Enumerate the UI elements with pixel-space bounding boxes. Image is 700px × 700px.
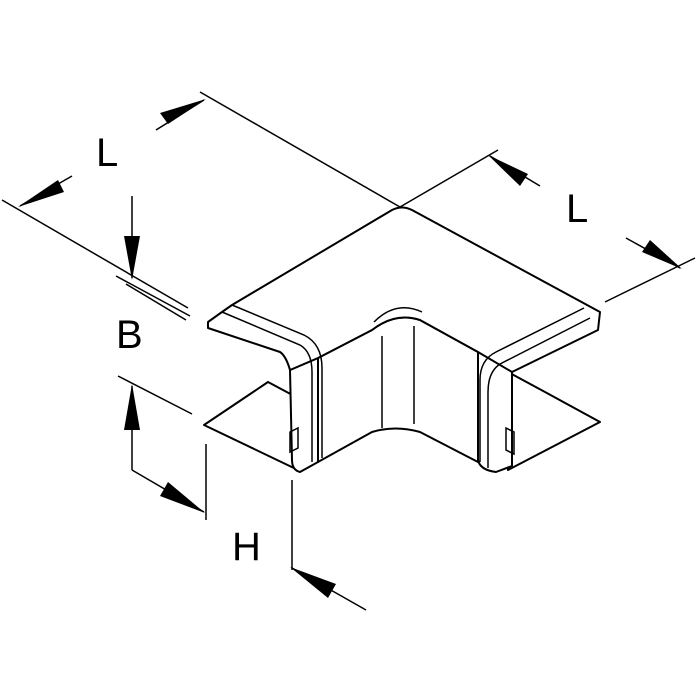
- arrowhead-h-b: [290, 567, 336, 598]
- inner-curve-top: [373, 307, 423, 323]
- base-plate-left: [203, 381, 299, 471]
- ext-line-h-top: [117, 375, 193, 415]
- top-cover-left-ridge: [221, 311, 313, 462]
- label-height: H: [232, 525, 261, 569]
- left-leg-side: [289, 357, 319, 473]
- label-width: B: [116, 313, 143, 357]
- arrowhead-h-a: [160, 482, 205, 513]
- top-cover-right-ridge: [487, 317, 591, 468]
- ext-line-l-left-inner: [199, 91, 401, 208]
- arrowhead-l-left-a: [18, 180, 64, 207]
- arrowhead-h-up: [124, 384, 140, 430]
- right-leg-side: [477, 351, 513, 473]
- ext-line-b-top: [115, 275, 191, 317]
- corner-fitting-part: [203, 206, 601, 473]
- arrowhead-l-right-b: [642, 240, 682, 269]
- top-cover-right-ridge-2: [479, 307, 585, 462]
- ext-line-l-left-outer: [1, 199, 189, 309]
- label-length-top-left: L: [96, 131, 118, 175]
- arrowhead-l-left-b: [160, 99, 206, 124]
- ext-line-l-right-inner: [604, 257, 696, 303]
- dimension-lines: [1, 91, 696, 611]
- arrowhead-l-right-a: [488, 155, 528, 186]
- top-cover-left-ridge-2: [231, 304, 323, 458]
- right-latch: [505, 426, 515, 456]
- label-length-top-right: L: [566, 187, 588, 231]
- base-plate-right: [507, 371, 601, 471]
- ext-line-l-right-outer: [399, 149, 499, 208]
- left-latch: [289, 426, 299, 454]
- ext-line-b-bottom: [125, 283, 187, 321]
- top-cover: [207, 206, 601, 373]
- arrowhead-b: [124, 236, 140, 280]
